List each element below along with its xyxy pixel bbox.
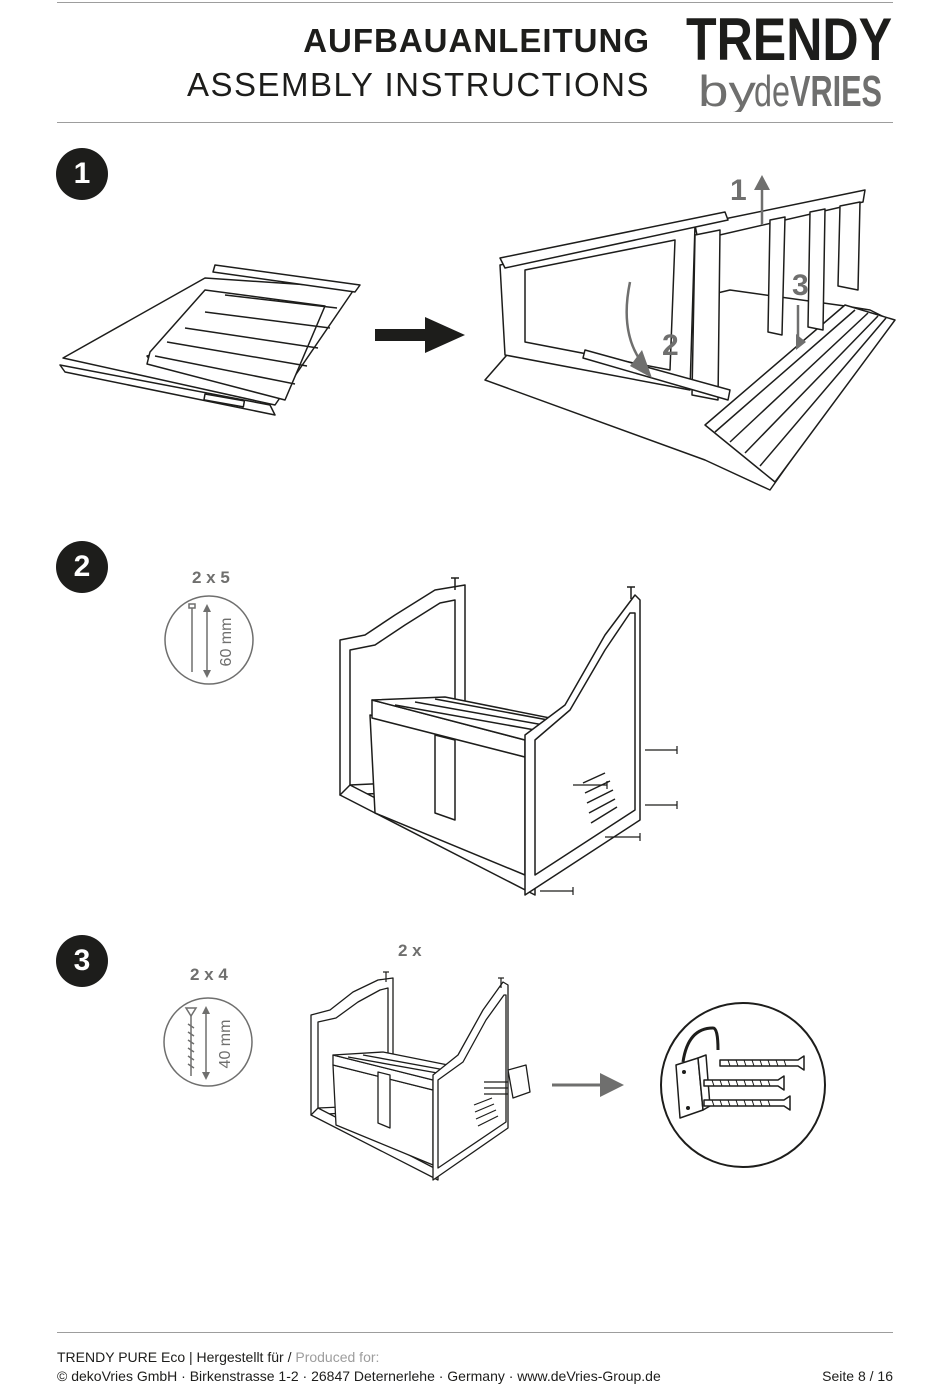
logo-vries: VRIES: [790, 67, 882, 112]
step-3-badge: 3: [56, 935, 108, 987]
trendy-devries-logo: TRENDY by de VRIES: [686, 8, 892, 112]
footer-made-for: Hergestellt für /: [196, 1349, 292, 1365]
footer-rule: [57, 1332, 893, 1333]
step-1-label-3: 3: [792, 269, 809, 302]
title-german: AUFBAUANLEITUNG: [303, 22, 650, 59]
step-3-quantity: 2 x 4: [190, 965, 228, 984]
step-3-bench-illustration: [310, 971, 531, 1181]
step-3-detail-zoom: [660, 1002, 826, 1168]
footer-separator: |: [189, 1349, 193, 1365]
top-rule: [57, 2, 893, 3]
step-2-screw-spec: 60 mm: [164, 595, 254, 685]
step-3-arrow-right: [552, 1073, 624, 1097]
page-number: Seite 8 / 16: [822, 1368, 893, 1384]
step-1-label-1: 1: [730, 174, 747, 207]
logo-trendy: TRENDY: [686, 8, 892, 73]
step-1-badge: 1: [56, 148, 108, 200]
step-1-unfold-illustration: 1 2 3: [484, 174, 896, 491]
step-3-screw-spec: 40 mm: [163, 997, 253, 1087]
header-rule: [57, 122, 893, 123]
logo-de: de: [754, 67, 790, 112]
step-3-screw-length: 40 mm: [217, 1020, 234, 1069]
step-1-flatpack-illustration: [59, 264, 361, 416]
step-3-repeat: 2 x: [398, 941, 422, 960]
title-english: ASSEMBLY INSTRUCTIONS: [186, 66, 650, 103]
logo-by: by: [698, 67, 756, 112]
step-2-bench-illustration: [339, 577, 678, 896]
footer-product: TRENDY PURE Eco: [57, 1349, 186, 1365]
footer-address: © dekoVries GmbH · Birkenstrasse 1-2 · 2…: [57, 1368, 661, 1384]
step-2-screw-length: 60 mm: [218, 618, 235, 667]
footer-product-line: TRENDY PURE Eco | Hergestellt für / Prod…: [57, 1349, 379, 1365]
step-1-label-2: 2: [662, 329, 679, 362]
step-2-quantity: 2 x 5: [192, 568, 230, 587]
step-1-arrow-right: [375, 317, 465, 353]
step-2-badge: 2: [56, 541, 108, 593]
footer-produced-for: Produced for:: [295, 1349, 380, 1365]
